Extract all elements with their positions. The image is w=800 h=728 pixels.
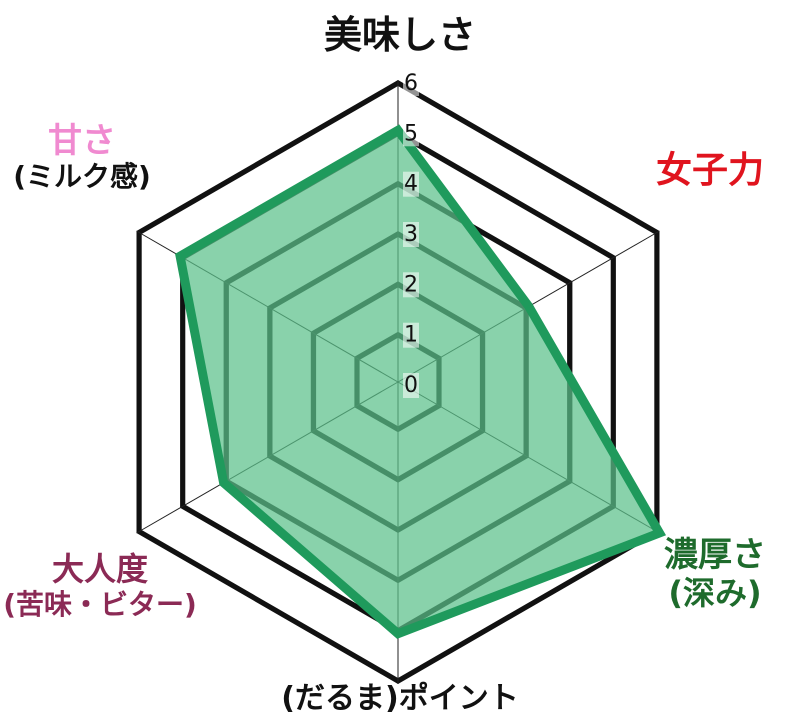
data-point-otona (222, 481, 226, 485)
tick-label-bg (403, 373, 419, 398)
radar-series (175, 124, 667, 639)
tick-label-3: 3 (404, 222, 418, 247)
tick-label-5: 5 (404, 121, 418, 146)
axis-label-otona-line-0: 大人度 (52, 550, 148, 588)
tick-label-bg (403, 121, 419, 147)
axis-label-nouko-line-0: 濃厚さ (664, 535, 766, 575)
axis-label-daruma: (だるま)ポイント (281, 681, 518, 716)
tick-label-2: 2 (404, 272, 418, 297)
tick-label-1: 1 (404, 323, 418, 348)
tick-label-bg (403, 71, 419, 96)
data-point-nouko (658, 531, 661, 535)
tick-label-6: 6 (404, 71, 418, 96)
axis-label-joshi: 女子力 (656, 150, 764, 191)
axis-label-amasa-line-1: (ミルク感) (13, 160, 151, 193)
tick-label-bg (403, 171, 419, 197)
tick-label-bg (403, 272, 419, 298)
axis-label-daruma-line-0: (だるま)ポイント (281, 681, 518, 716)
tick-label-bg (403, 322, 419, 348)
axis-label-amasa: 甘さ(ミルク感) (13, 121, 151, 193)
data-point-daruma (396, 632, 400, 636)
axis-label-umami-line-0: 美味しさ (324, 13, 476, 57)
axis-label-joshi-line-0: 女子力 (656, 150, 764, 191)
axis-label-otona-line-1: (苦味・ビター) (3, 588, 197, 621)
axis-label-nouko: 濃厚さ(深み) (664, 535, 766, 612)
tick-label-0: 0 (404, 373, 418, 398)
axis-label-amasa-line-0: 甘さ (48, 121, 116, 161)
tick-label-bg (403, 222, 419, 247)
data-point-umami (396, 128, 400, 132)
data-point-joshi (527, 305, 531, 308)
axis-label-nouko-line-1: (深み) (668, 574, 761, 612)
tick-label-4: 4 (404, 172, 418, 197)
axis-label-umami: 美味しさ (324, 13, 476, 57)
radar-tick-labels: 0 1 2 3 4 5 6 (403, 71, 419, 398)
data-point-amasa (178, 254, 182, 258)
axis-label-otona: 大人度(苦味・ビター) (3, 550, 197, 621)
